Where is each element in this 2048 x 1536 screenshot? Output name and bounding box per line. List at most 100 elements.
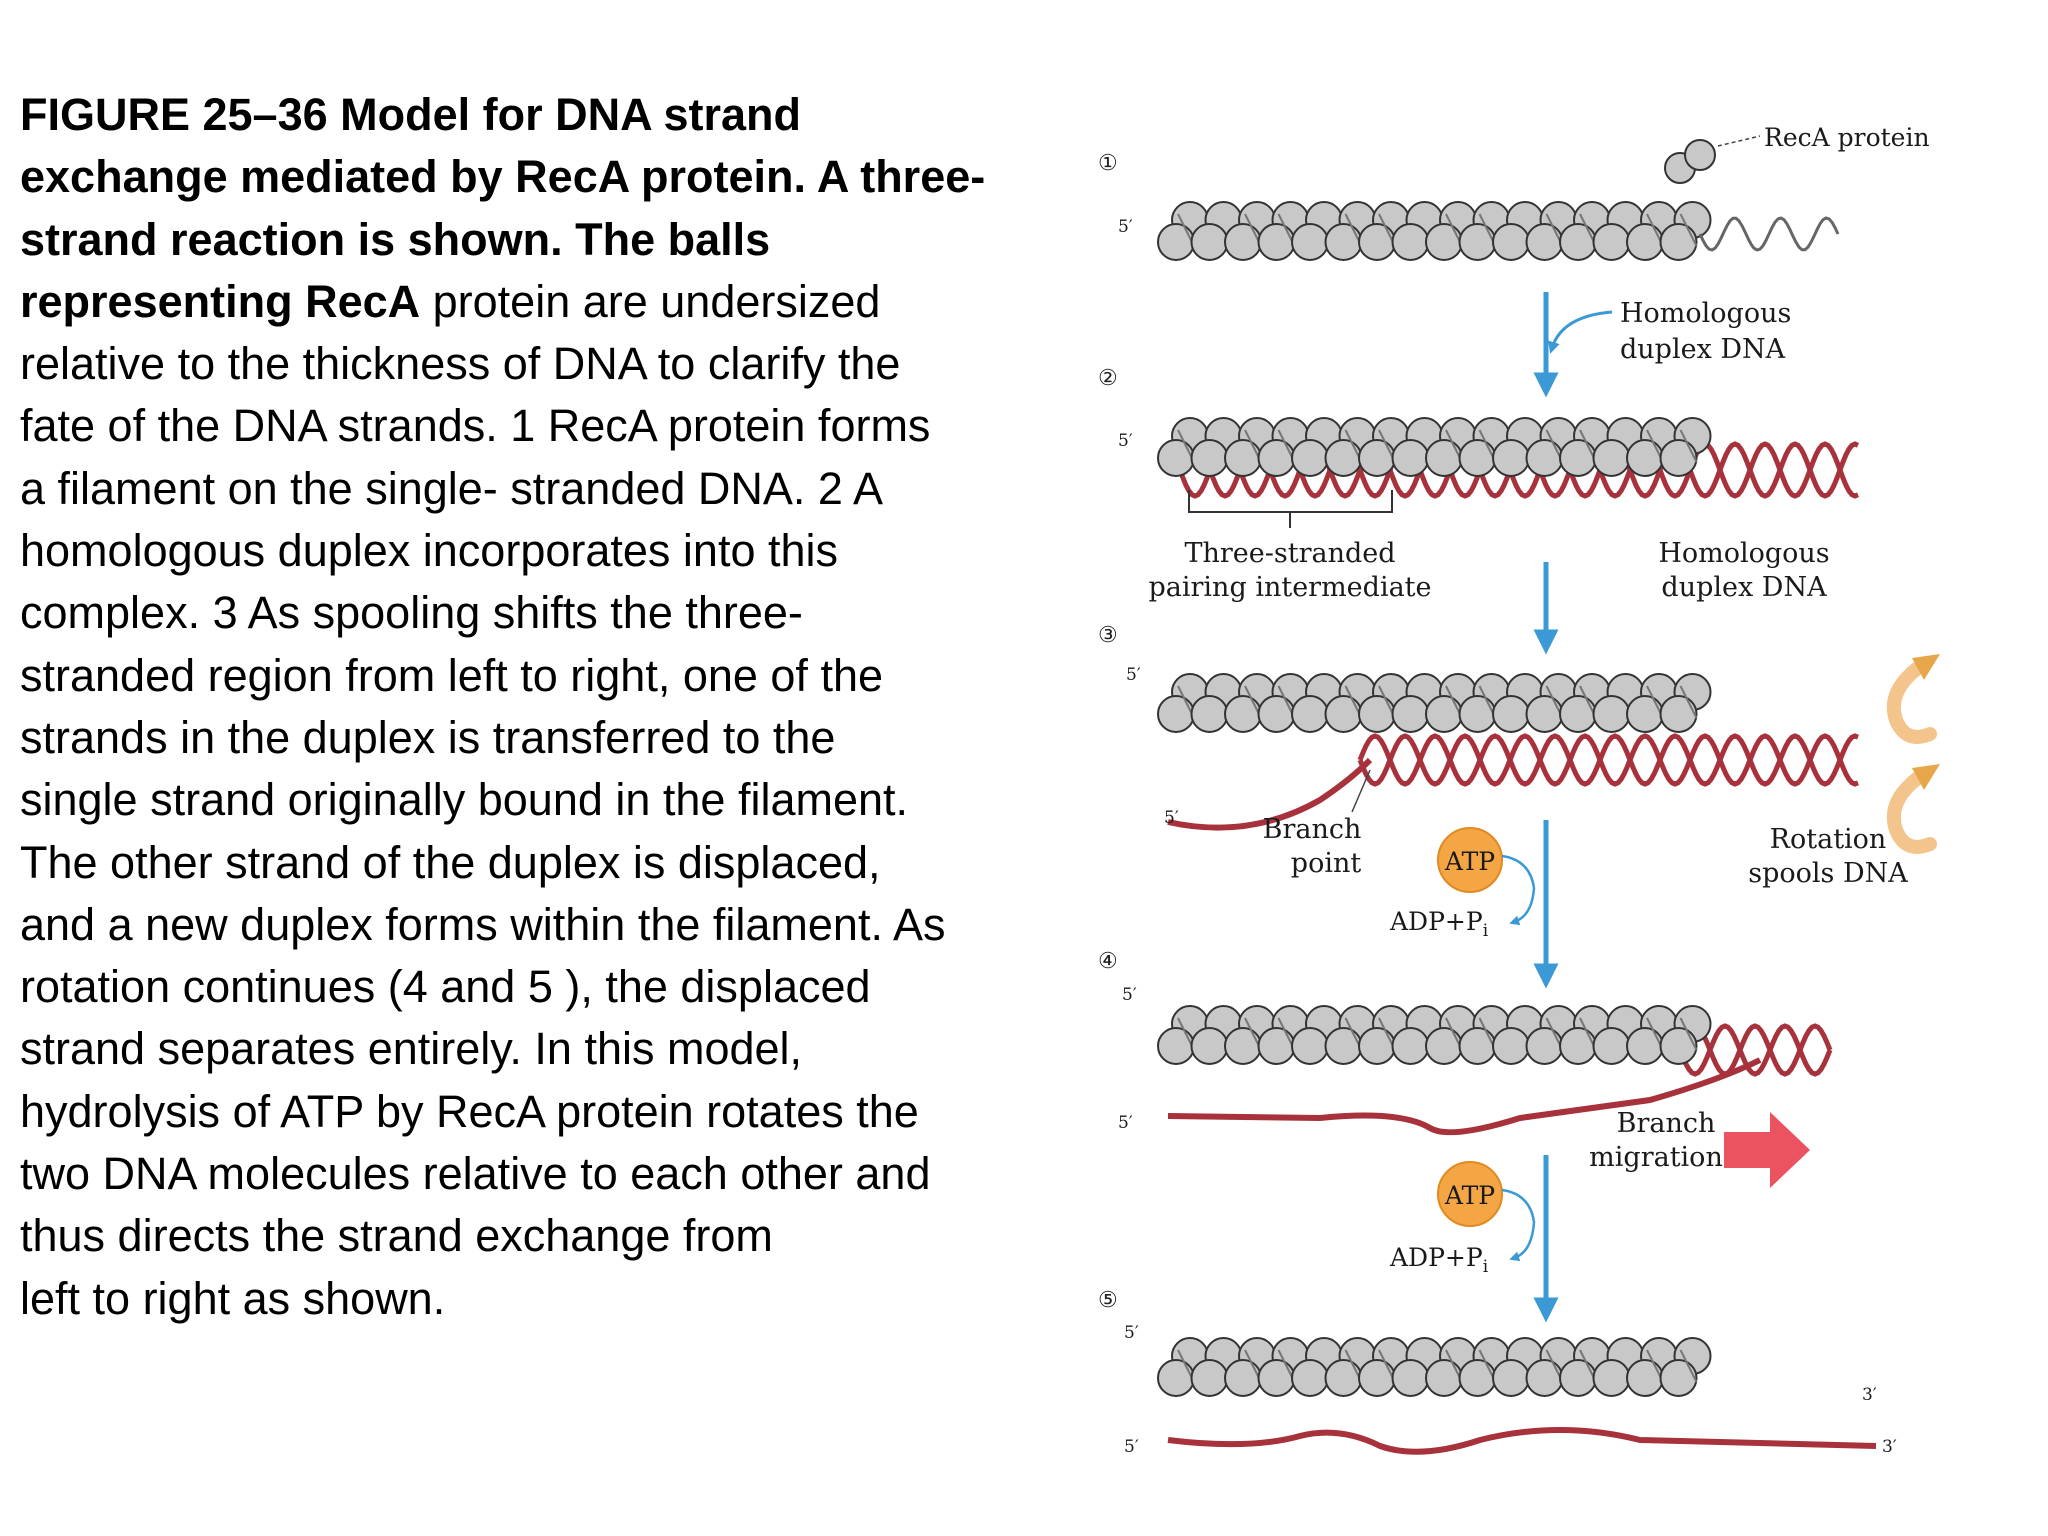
- reca-ball: [1626, 695, 1664, 733]
- reca-ball: [1492, 695, 1530, 733]
- displaced-strand: [1167, 1057, 1762, 1136]
- atp-hydrolysis-arrow: [1501, 854, 1536, 926]
- caption-line: thus directs the strand exchange from: [20, 1210, 773, 1262]
- three-stranded-label: Three-stranded: [1184, 538, 1395, 569]
- reca-ball: [1324, 695, 1363, 733]
- reca-ball: [1224, 1027, 1262, 1065]
- reca-ball: [1257, 439, 1296, 477]
- atp-label: ATP: [1444, 1181, 1495, 1210]
- reca-ball: [1157, 223, 1195, 261]
- reca-ball: [1224, 439, 1262, 477]
- reca-ball: [1324, 439, 1363, 477]
- caption-line: The other strand of the duplex is displa…: [20, 836, 881, 888]
- caption-line: left to right as shown.: [20, 1272, 446, 1324]
- rotation-label: Rotation: [1770, 824, 1887, 855]
- reca-ball: [1626, 223, 1664, 261]
- adp-label: ADP+Pi: [1389, 907, 1489, 941]
- reca-ball: [1659, 695, 1698, 733]
- reca-ball: [1525, 1359, 1564, 1397]
- rotation-label: spools DNA: [1748, 858, 1908, 889]
- reca-ball: [1492, 1027, 1530, 1065]
- caption-line: FIGURE 25–36 Model for DNA strand: [20, 84, 1020, 146]
- reca-ball: [1358, 695, 1396, 733]
- reca-ball: [1157, 1359, 1195, 1397]
- caption-line: strand separates entirely. In this model…: [20, 1023, 803, 1075]
- reca-ball: [1458, 223, 1497, 261]
- reca-ball: [1257, 1359, 1296, 1397]
- five-prime-label: 5′: [1164, 808, 1179, 828]
- reca-protein-label: RecA protein: [1764, 123, 1930, 152]
- reca-ball: [1358, 1027, 1396, 1065]
- caption-bold-text: exchange mediated by RecA protein. A thr…: [20, 151, 986, 203]
- reca-ball: [1224, 1359, 1262, 1397]
- caption-bold-text: FIGURE 25–36 Model for DNA strand: [20, 89, 801, 140]
- reca-ball: [1592, 439, 1631, 477]
- reca-ball: [1559, 439, 1597, 477]
- reca-ball: [1157, 695, 1195, 733]
- duplex-strand: [1177, 441, 1859, 499]
- reca-ball: [1559, 695, 1597, 733]
- branch-point-leader: [1351, 769, 1371, 813]
- five-prime-label: 5′: [1126, 665, 1141, 685]
- step-number-1: ①: [1098, 151, 1118, 176]
- reca-ball: [1291, 1027, 1329, 1065]
- caption-line: relative to the thickness of DNA to clar…: [20, 338, 901, 390]
- caption-line: rotation continues (4 and 5 ), the displ…: [20, 961, 871, 1013]
- displaced-strand: [1167, 1427, 1877, 1455]
- reca-ball: [1592, 223, 1631, 261]
- reca-ball: [1492, 1359, 1530, 1397]
- reca-ball: [1626, 1027, 1664, 1065]
- reca-ball: [1291, 223, 1329, 261]
- displaced-strand: [1167, 757, 1373, 831]
- reca-ball: [1425, 439, 1463, 477]
- atp-circle: [1437, 827, 1503, 893]
- caption-line: and a new duplex forms within the filame…: [20, 898, 946, 950]
- reca-ball: [1458, 439, 1497, 477]
- three-stranded-label: pairing intermediate: [1149, 572, 1432, 603]
- caption-line: two DNA molecules relative to each other…: [20, 1148, 931, 1200]
- reca-ball: [1525, 1027, 1564, 1065]
- reca-ball: [1190, 1359, 1229, 1397]
- caption-bold-text: representing RecA: [20, 275, 421, 327]
- reca-ball: [1190, 223, 1229, 261]
- reca-ball: [1157, 439, 1195, 477]
- step-number-5: ⑤: [1098, 1288, 1118, 1313]
- reca-ball: [1425, 1359, 1463, 1397]
- five-prime-label: 5′: [1122, 985, 1137, 1005]
- reca-ball: [1492, 223, 1530, 261]
- reca-ball: [1190, 1027, 1229, 1065]
- caption-line: representing RecA protein are undersized: [20, 271, 1020, 333]
- ssdna-strand-segment: [1679, 685, 1698, 719]
- reca-ball: [1358, 1359, 1396, 1397]
- step-number-4: ④: [1098, 949, 1118, 974]
- adp-label: ADP+Pi: [1389, 1243, 1489, 1277]
- duplex-strand: [1357, 733, 1859, 787]
- step-number-3: ③: [1098, 623, 1118, 648]
- branch-migration-label: migration: [1589, 1142, 1723, 1173]
- reca-ball: [1425, 695, 1463, 733]
- caption-line: homologous duplex incorporates into this: [20, 525, 838, 577]
- five-prime-label: 5′: [1118, 217, 1133, 237]
- reca-ball: [1224, 223, 1262, 261]
- ssdna-tail: [1698, 216, 1840, 252]
- incoming-duplex-arrow: [1548, 310, 1613, 354]
- reca-ball: [1157, 1027, 1195, 1065]
- duplex-strand: [1357, 733, 1859, 787]
- reca-ball: [1291, 695, 1329, 733]
- reca-ball: [1224, 695, 1262, 733]
- reca-ball: [1425, 1027, 1463, 1065]
- leader-line: [1717, 135, 1761, 147]
- five-prime-label: 5′: [1124, 1323, 1139, 1343]
- three-prime-label: 3′: [1882, 1437, 1897, 1457]
- five-prime-label: 5′: [1118, 431, 1133, 451]
- step-5-filament: [1157, 1337, 1877, 1455]
- reca-ball: [1391, 695, 1430, 733]
- reca-ball: [1358, 439, 1396, 477]
- reca-ball: [1659, 223, 1698, 261]
- homologous-duplex-label-1: Homologous: [1620, 298, 1791, 329]
- rotation-arrow-icon: [1886, 764, 1940, 854]
- reca-ball: [1626, 439, 1664, 477]
- atp-hydrolysis-arrow: [1501, 1188, 1536, 1262]
- caption-line: strands in the duplex is transferred to …: [20, 711, 836, 763]
